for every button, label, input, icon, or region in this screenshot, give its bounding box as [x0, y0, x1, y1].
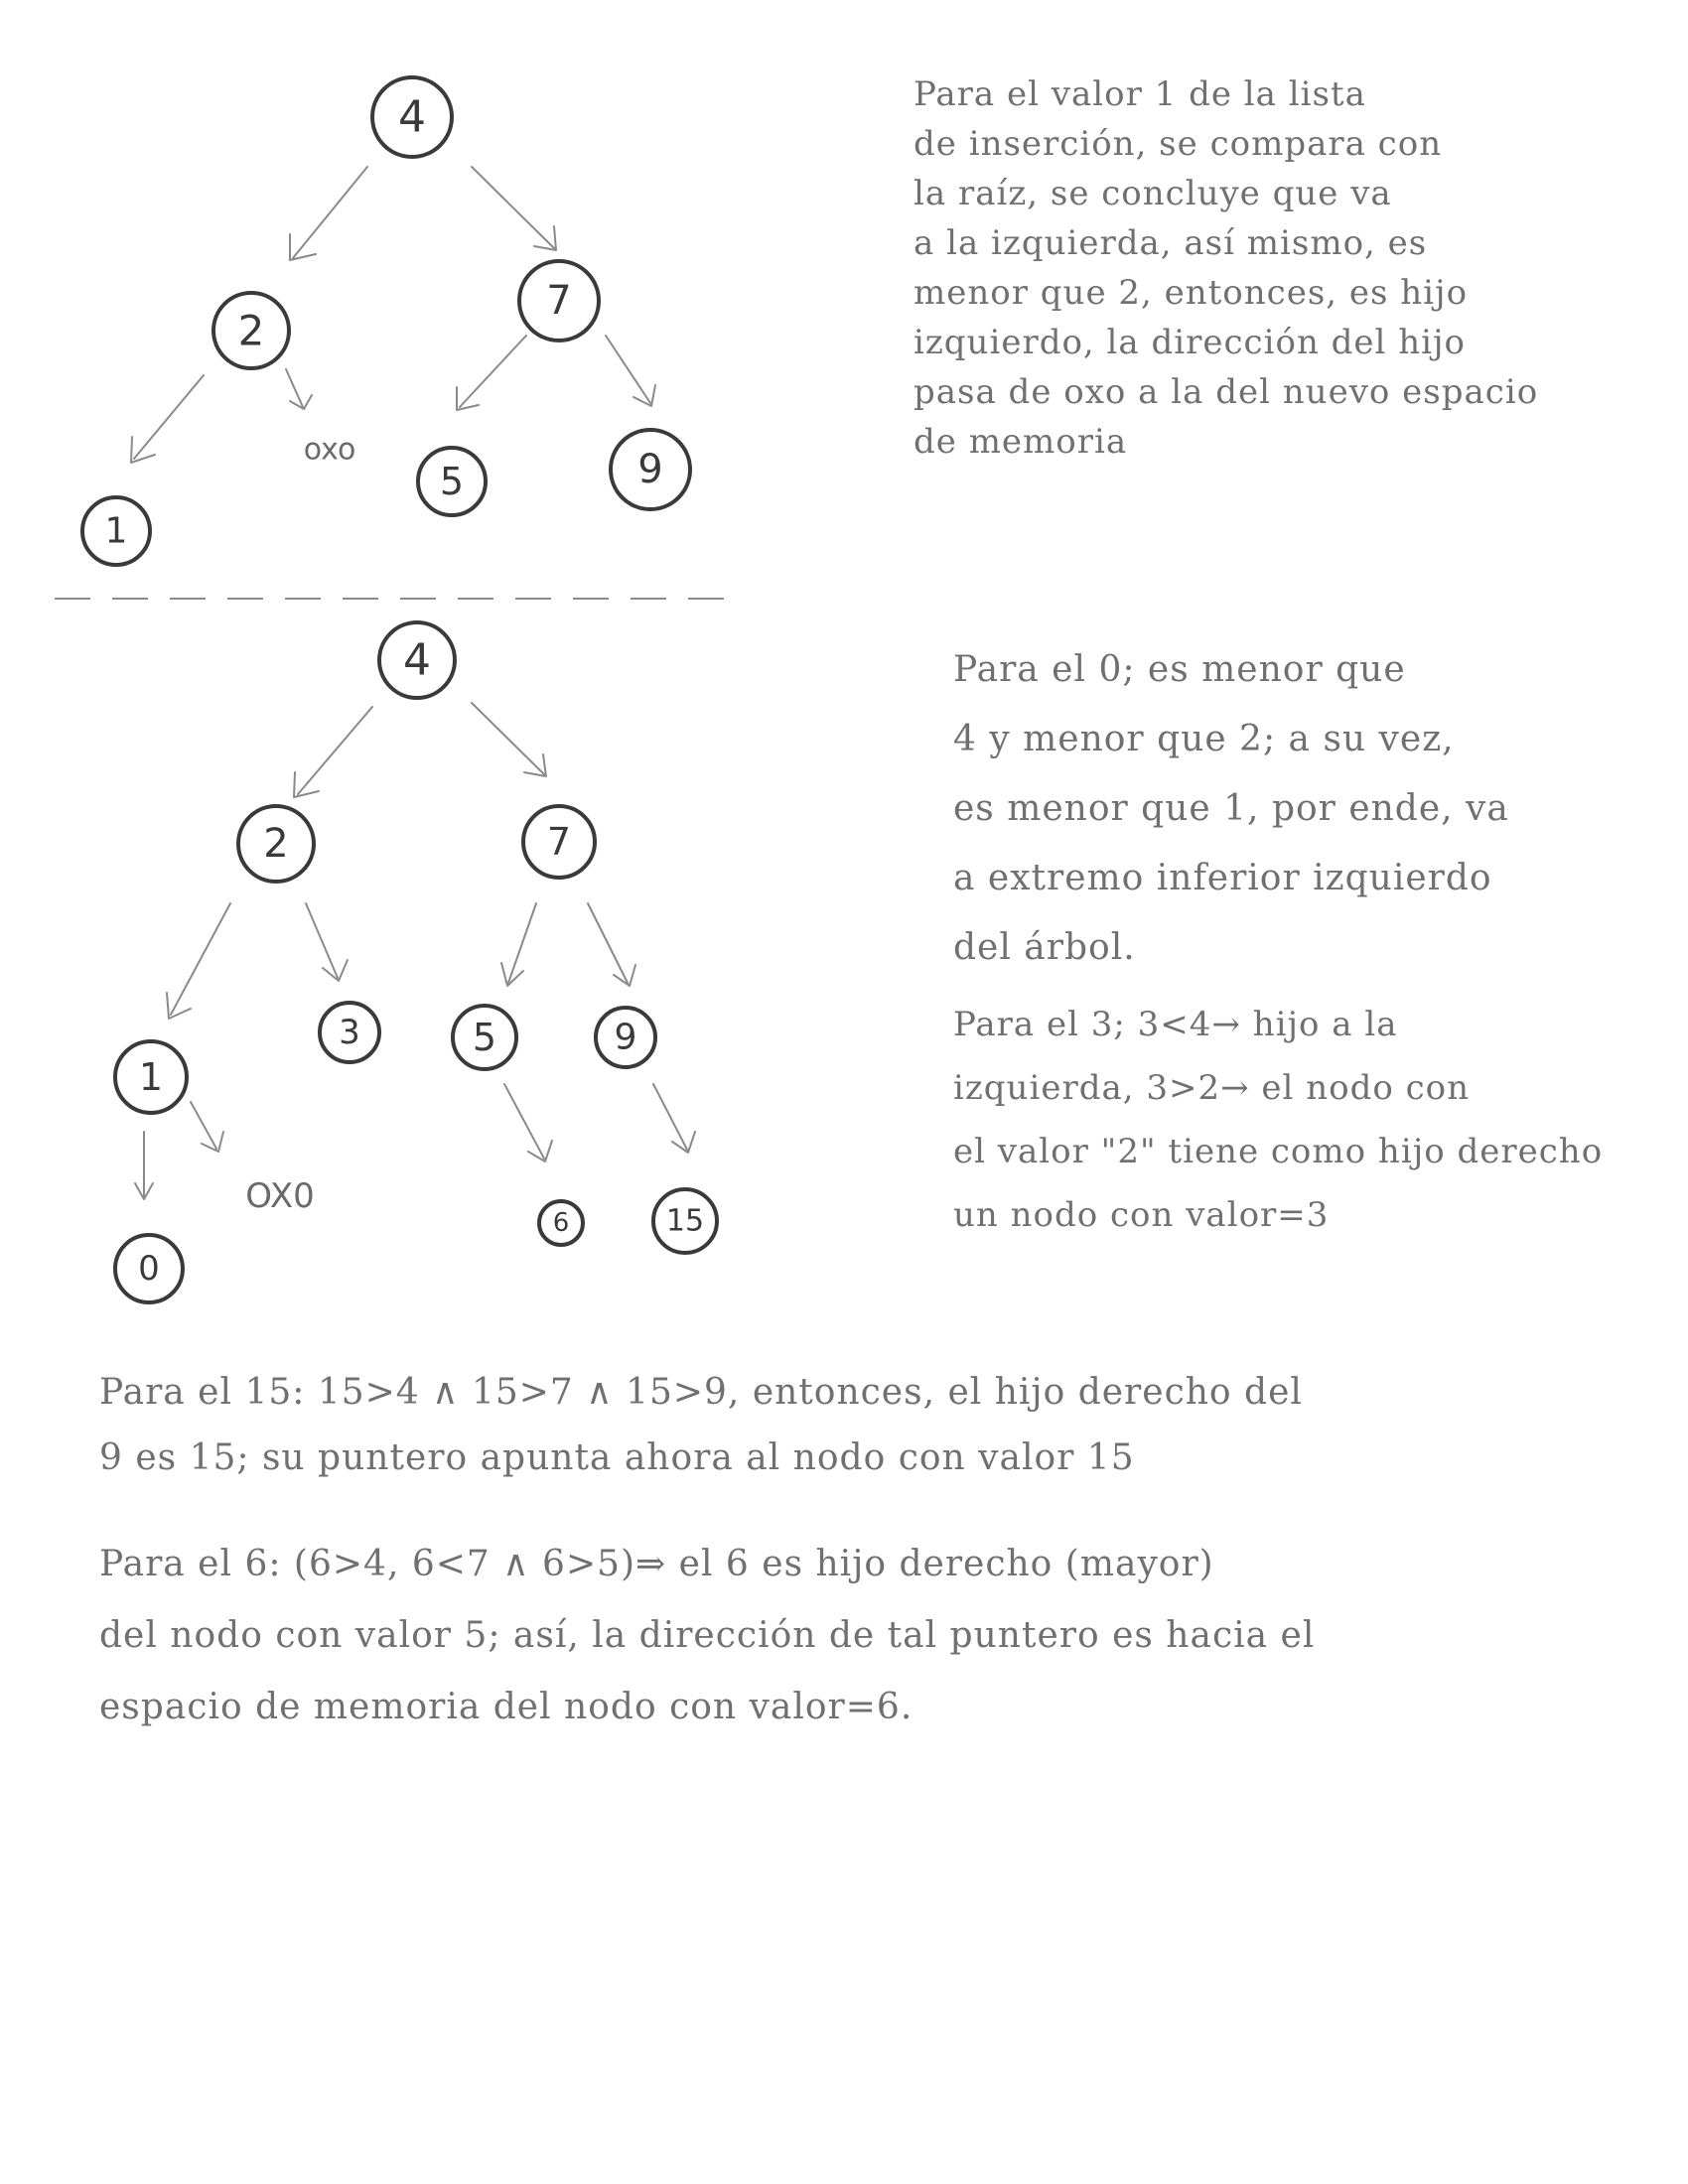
tree-1-node-1: 1 [80, 495, 152, 567]
tree-1-node-7: 7 [517, 259, 601, 342]
tree-1-edges [130, 166, 656, 464]
edge-7-9 [587, 902, 629, 984]
node-value: 9 [615, 1018, 637, 1058]
tree-1-node-5: 5 [416, 446, 488, 517]
tree-1-node-9: 9 [609, 428, 692, 511]
tree-2-node-1: 1 [113, 1039, 189, 1115]
edge-4-7 [471, 702, 545, 775]
edge-4-2 [292, 166, 368, 259]
tree-2-node-9: 9 [594, 1006, 657, 1069]
explanation-insert-0: Para el 0; es menor que 4 y menor que 2;… [953, 649, 1509, 968]
explanation-insert-15: Para el 15: 15>4 ∧ 15>7 ∧ 15>9, entonces… [99, 1372, 1303, 1478]
node-value: 4 [403, 635, 431, 686]
tree-2-node-7: 7 [521, 804, 597, 880]
edge-2-null [285, 368, 304, 408]
node-value: 5 [440, 460, 464, 503]
edge-5-6 [503, 1083, 545, 1160]
edge-4-7 [471, 166, 555, 249]
tree-2-node-0: 0 [113, 1233, 185, 1304]
explanation-insert-3: Para el 3; 3<4→ hijo a la izquierda, 3>2… [953, 1005, 1604, 1235]
tree-2-node-5: 5 [451, 1004, 518, 1071]
tree-1-node-2: 2 [211, 291, 291, 370]
node-value: 7 [547, 820, 571, 864]
edge-4-2 [297, 706, 373, 795]
tree-2-node-15: 15 [651, 1187, 719, 1255]
edge-9-15 [652, 1083, 688, 1151]
node-value: 2 [263, 821, 288, 867]
edge-2-3 [305, 902, 339, 979]
node-value: 15 [666, 1204, 704, 1239]
edge-7-5 [459, 335, 527, 408]
tree-1-null-pointer: oxo [304, 433, 356, 468]
node-value: 3 [339, 1013, 360, 1052]
tree-2-node-6: 6 [537, 1199, 585, 1247]
tree-2-null-pointer: OX0 [245, 1176, 315, 1216]
edge-2-1 [133, 374, 205, 460]
tree-2-node-2: 2 [236, 804, 316, 884]
node-value: 7 [546, 278, 571, 324]
tree-1-node-4: 4 [370, 75, 454, 159]
edge-7-5 [507, 902, 537, 984]
node-value: 1 [139, 1055, 163, 1099]
tree-2-node-3: 3 [318, 1001, 381, 1064]
edge-2-1 [170, 902, 231, 1016]
node-value: 1 [105, 511, 128, 552]
node-value: 6 [553, 1208, 570, 1238]
node-value: 5 [473, 1016, 496, 1059]
node-value: 0 [138, 1249, 160, 1289]
explanation-insert-6: Para el 6: (6>4, 6<7 ∧ 6>5)⇒ el 6 es hij… [99, 1544, 1316, 1727]
binary-search-tree-diagram: 4 2 7 1 5 9 oxo [55, 75, 735, 1304]
tree-2-edges [134, 702, 696, 1200]
node-value: 9 [637, 447, 662, 492]
tree-2-node-4: 4 [377, 620, 457, 700]
edge-1-null [190, 1101, 217, 1150]
explanation-insert-1: Para el valor 1 de la lista de inserción… [914, 74, 1539, 462]
edge-7-9 [605, 335, 651, 404]
node-value: 4 [398, 92, 426, 143]
node-value: 2 [238, 307, 265, 355]
